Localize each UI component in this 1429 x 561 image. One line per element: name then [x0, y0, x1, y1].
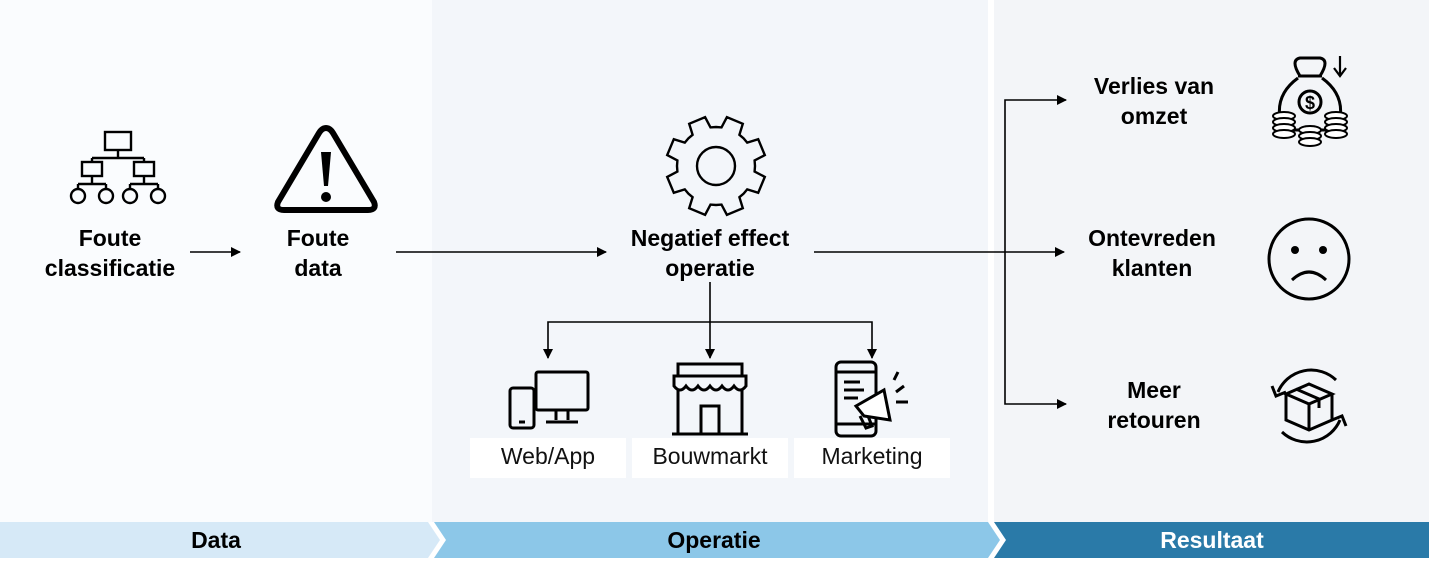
result-ontevreden-line2: klanten	[1111, 255, 1193, 281]
mobile-marketing-icon	[834, 360, 908, 438]
result-verlies-line2: omzet	[1120, 103, 1188, 129]
arrow-to-web-app	[543, 321, 710, 359]
result-ontevreden-line1: Ontevreden	[1088, 225, 1216, 251]
result-ontevreden: Ontevreden klanten	[1088, 223, 1216, 283]
gear-outline	[665, 115, 767, 217]
channel-bouwmarkt: Bouwmarkt	[632, 438, 788, 478]
node-foute-data-line1: Foute	[286, 225, 350, 251]
result-retouren-line1: Meer	[1127, 377, 1181, 403]
panel-resultaat	[994, 0, 1429, 522]
node-negatief-effect-line2: operatie	[665, 255, 755, 281]
band-operatie	[434, 522, 1000, 558]
result-verlies-line1: Verlies van	[1093, 73, 1215, 99]
section-label-operatie: Operatie	[667, 527, 761, 553]
node-foute-classificatie-line2: classificatie	[44, 255, 176, 281]
panel-data	[0, 0, 432, 522]
section-label-data: Data	[191, 527, 241, 553]
node-foute-data-line2: data	[294, 255, 342, 281]
result-retouren: Meer retouren	[1107, 375, 1200, 435]
node-negatief-effect: Negatief effect operatie	[631, 223, 789, 283]
money-bag-icon: $	[1272, 56, 1348, 147]
svg-text:$: $	[1305, 93, 1315, 113]
arrow-to-retouren	[1004, 252, 1067, 409]
section-label-resultaat: Resultaat	[1160, 527, 1264, 553]
hierarchy-icon	[69, 130, 167, 205]
arrow-to-marketing	[710, 321, 877, 359]
band-resultaat	[994, 522, 1429, 558]
warning-icon	[274, 125, 378, 213]
band-data	[0, 522, 440, 558]
channel-web-app: Web/App	[470, 438, 626, 478]
sad-face-icon	[1267, 217, 1351, 301]
channel-marketing: Marketing	[794, 438, 950, 478]
arrow-to-verlies	[1004, 95, 1067, 252]
node-foute-data: Foute data	[287, 223, 350, 283]
store-icon	[672, 362, 748, 436]
result-verlies: Verlies van omzet	[1094, 71, 1214, 131]
node-foute-classificatie: Foute classificatie	[45, 223, 175, 283]
devices-icon	[508, 370, 590, 430]
result-retouren-line2: retouren	[1107, 407, 1201, 433]
node-foute-classificatie-line1: Foute	[78, 225, 142, 251]
return-box-icon	[1270, 368, 1348, 444]
node-negatief-effect-line1: Negatief effect	[630, 225, 790, 251]
gear-icon	[665, 115, 767, 217]
